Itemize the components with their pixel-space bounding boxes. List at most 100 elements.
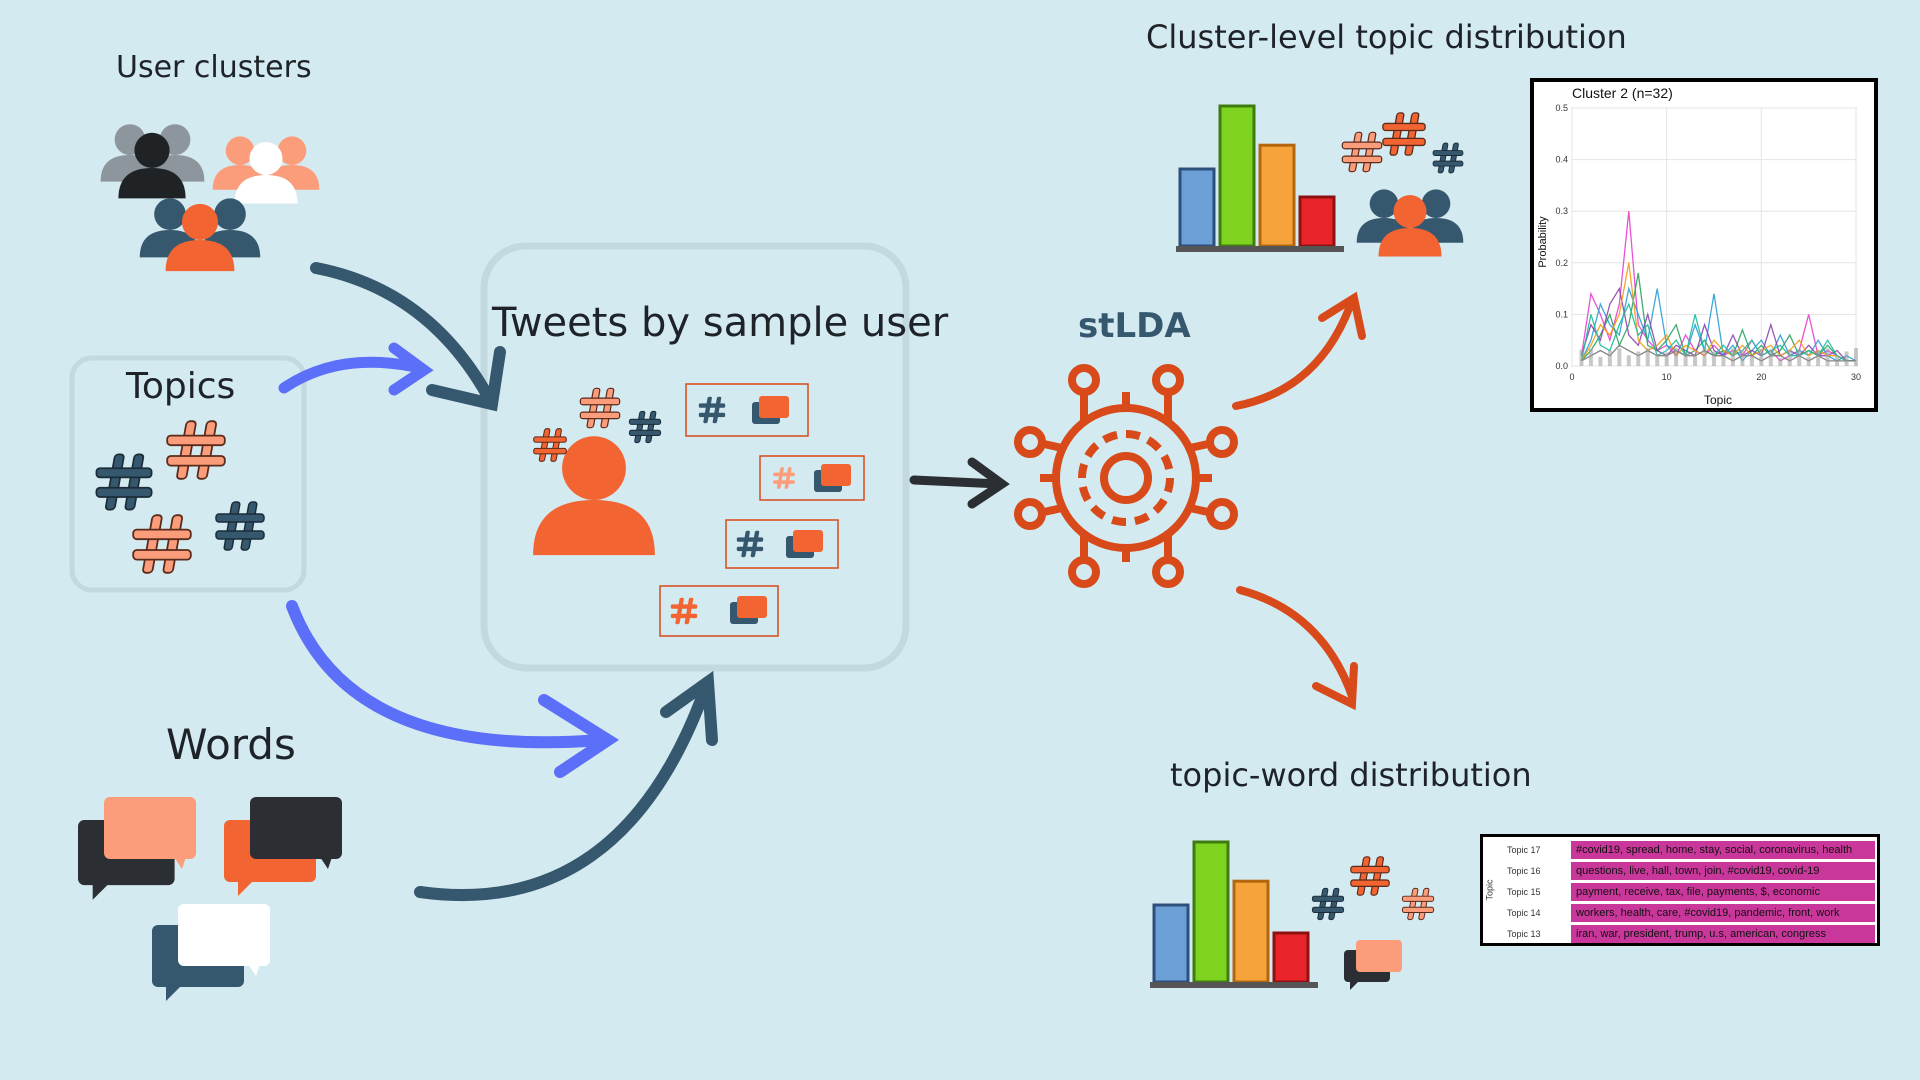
bg-bar — [1712, 351, 1716, 366]
bg-bar — [1749, 356, 1754, 366]
series-line — [1580, 302, 1856, 362]
bg-bar — [1721, 355, 1726, 366]
series-line — [1580, 286, 1856, 362]
x-tick-label: 20 — [1756, 372, 1766, 382]
bg-bar — [1579, 349, 1584, 366]
bg-bar — [1607, 350, 1612, 366]
table-topic-words: workers, health, care, #covid19, pandemi… — [1571, 904, 1875, 922]
topics-label: Topics — [126, 366, 236, 407]
bg-bar — [1693, 353, 1698, 366]
table-topic-words: questions, live, hall, town, join, #covi… — [1571, 862, 1875, 880]
chart-ylabel: Probability — [1537, 216, 1549, 268]
table-topic-name: Topic 15 — [1507, 887, 1541, 897]
bg-bar — [1626, 355, 1631, 366]
stlda-label: stLDA — [1078, 306, 1191, 346]
table-row: Topic 16 questions, live, hall, town, joi… — [1483, 862, 1877, 881]
arrow-words-to-tweets — [414, 670, 718, 902]
bg-bar — [1683, 352, 1688, 366]
topicword-bubbles-icon — [1344, 940, 1402, 990]
bg-bar — [1854, 348, 1858, 366]
table-topic-name: Topic 16 — [1507, 866, 1541, 876]
bg-bar — [1768, 349, 1773, 366]
chart-title: Cluster 2 (n=32) — [1572, 85, 1673, 101]
arrow-stlda-to-cluster — [1232, 291, 1366, 410]
arrow-stlda-to-topicword — [1236, 586, 1358, 711]
icon-bar-base — [1150, 982, 1318, 988]
arrow-topics-to-words-path — [286, 600, 620, 778]
x-tick-label: 30 — [1851, 372, 1861, 382]
tweet-card-1 — [685, 383, 809, 437]
icon-bar-base — [1176, 246, 1344, 252]
chart-xlabel: Topic — [1704, 393, 1732, 407]
bg-bar — [1825, 348, 1830, 366]
topics-box — [69, 355, 307, 593]
icon-bar — [1152, 903, 1190, 984]
bg-bar — [1759, 348, 1764, 366]
x-tick-label: 10 — [1662, 372, 1672, 382]
tweet-card-4 — [659, 585, 779, 637]
table-topic-name: Topic 13 — [1507, 929, 1541, 939]
bg-bar — [1655, 354, 1660, 366]
bg-bar — [1588, 348, 1593, 366]
bg-bar — [1636, 351, 1641, 366]
topic-word-label: topic-word distribution — [1170, 756, 1532, 794]
icon-bar — [1272, 931, 1310, 984]
words-label: Words — [166, 720, 296, 769]
bg-bar — [1797, 348, 1802, 366]
sample-user-icon — [533, 387, 662, 556]
words-bubbles-icon — [78, 797, 342, 1001]
tweets-box — [480, 242, 910, 672]
bg-bar — [1645, 348, 1650, 366]
icon-bar — [1178, 167, 1216, 248]
plot-area — [1571, 107, 1857, 367]
topic-word-table: Topic Topic 17#covid19, spread, home, st… — [1480, 834, 1880, 946]
icon-bar — [1298, 195, 1336, 248]
cluster-topic-label: Cluster-level topic distribution — [1146, 18, 1627, 56]
icon-bar — [1192, 840, 1230, 984]
cluster-users-icon — [1356, 189, 1464, 257]
tweet-card-3 — [725, 519, 839, 569]
table-topic-name: Topic 14 — [1507, 908, 1541, 918]
cluster-hashtags-icon — [1341, 112, 1464, 174]
table-topic-words: payment, receive, tax, file, payments, $… — [1571, 883, 1875, 901]
tweet-card-2 — [759, 455, 865, 501]
table-row: Topic 14 workers, health, care, #covid19,… — [1483, 904, 1877, 923]
table-row: Topic 15 payment, receive, tax, file, pay… — [1483, 883, 1877, 902]
bg-bar — [1740, 350, 1745, 366]
icon-bar — [1258, 143, 1296, 248]
table-topic-name: Topic 17 — [1507, 845, 1541, 855]
bg-bar — [1835, 355, 1840, 366]
user-clusters-label: User clusters — [116, 50, 312, 85]
icon-bar — [1218, 104, 1256, 248]
table-topic-words: iran, war, president, trump, u.s, americ… — [1571, 925, 1875, 943]
topicword-bar-chart-icon — [1150, 840, 1318, 988]
y-tick-label: 0.5 — [1555, 103, 1568, 113]
bg-bar — [1787, 349, 1792, 366]
bg-bar — [1664, 352, 1669, 366]
y-tick-label: 0.1 — [1555, 309, 1568, 319]
bg-bar — [1702, 348, 1707, 366]
bg-bar — [1617, 348, 1622, 366]
bg-bar — [1778, 358, 1783, 366]
series-line — [1580, 262, 1856, 362]
icon-bar — [1232, 879, 1270, 984]
topicword-hashtags-icon — [1311, 856, 1435, 921]
table-row: Topic 13 iran, war, president, trump, u.s… — [1483, 925, 1877, 944]
y-tick-label: 0.4 — [1555, 155, 1568, 165]
stlda-gear-icon — [1014, 364, 1238, 588]
bg-bar — [1598, 356, 1603, 366]
bg-bar — [1674, 347, 1679, 366]
arrow-tweets-to-stlda — [909, 457, 1010, 509]
bg-bar — [1844, 351, 1849, 366]
series-line — [1580, 286, 1857, 362]
arrow-topics-to-tweets — [278, 342, 434, 396]
bg-bar — [1816, 350, 1821, 366]
bg-bar — [1806, 356, 1811, 366]
arrow-clusters-to-tweets — [310, 262, 506, 412]
y-tick-label: 0.3 — [1555, 206, 1568, 216]
bg-bar — [1730, 348, 1735, 366]
